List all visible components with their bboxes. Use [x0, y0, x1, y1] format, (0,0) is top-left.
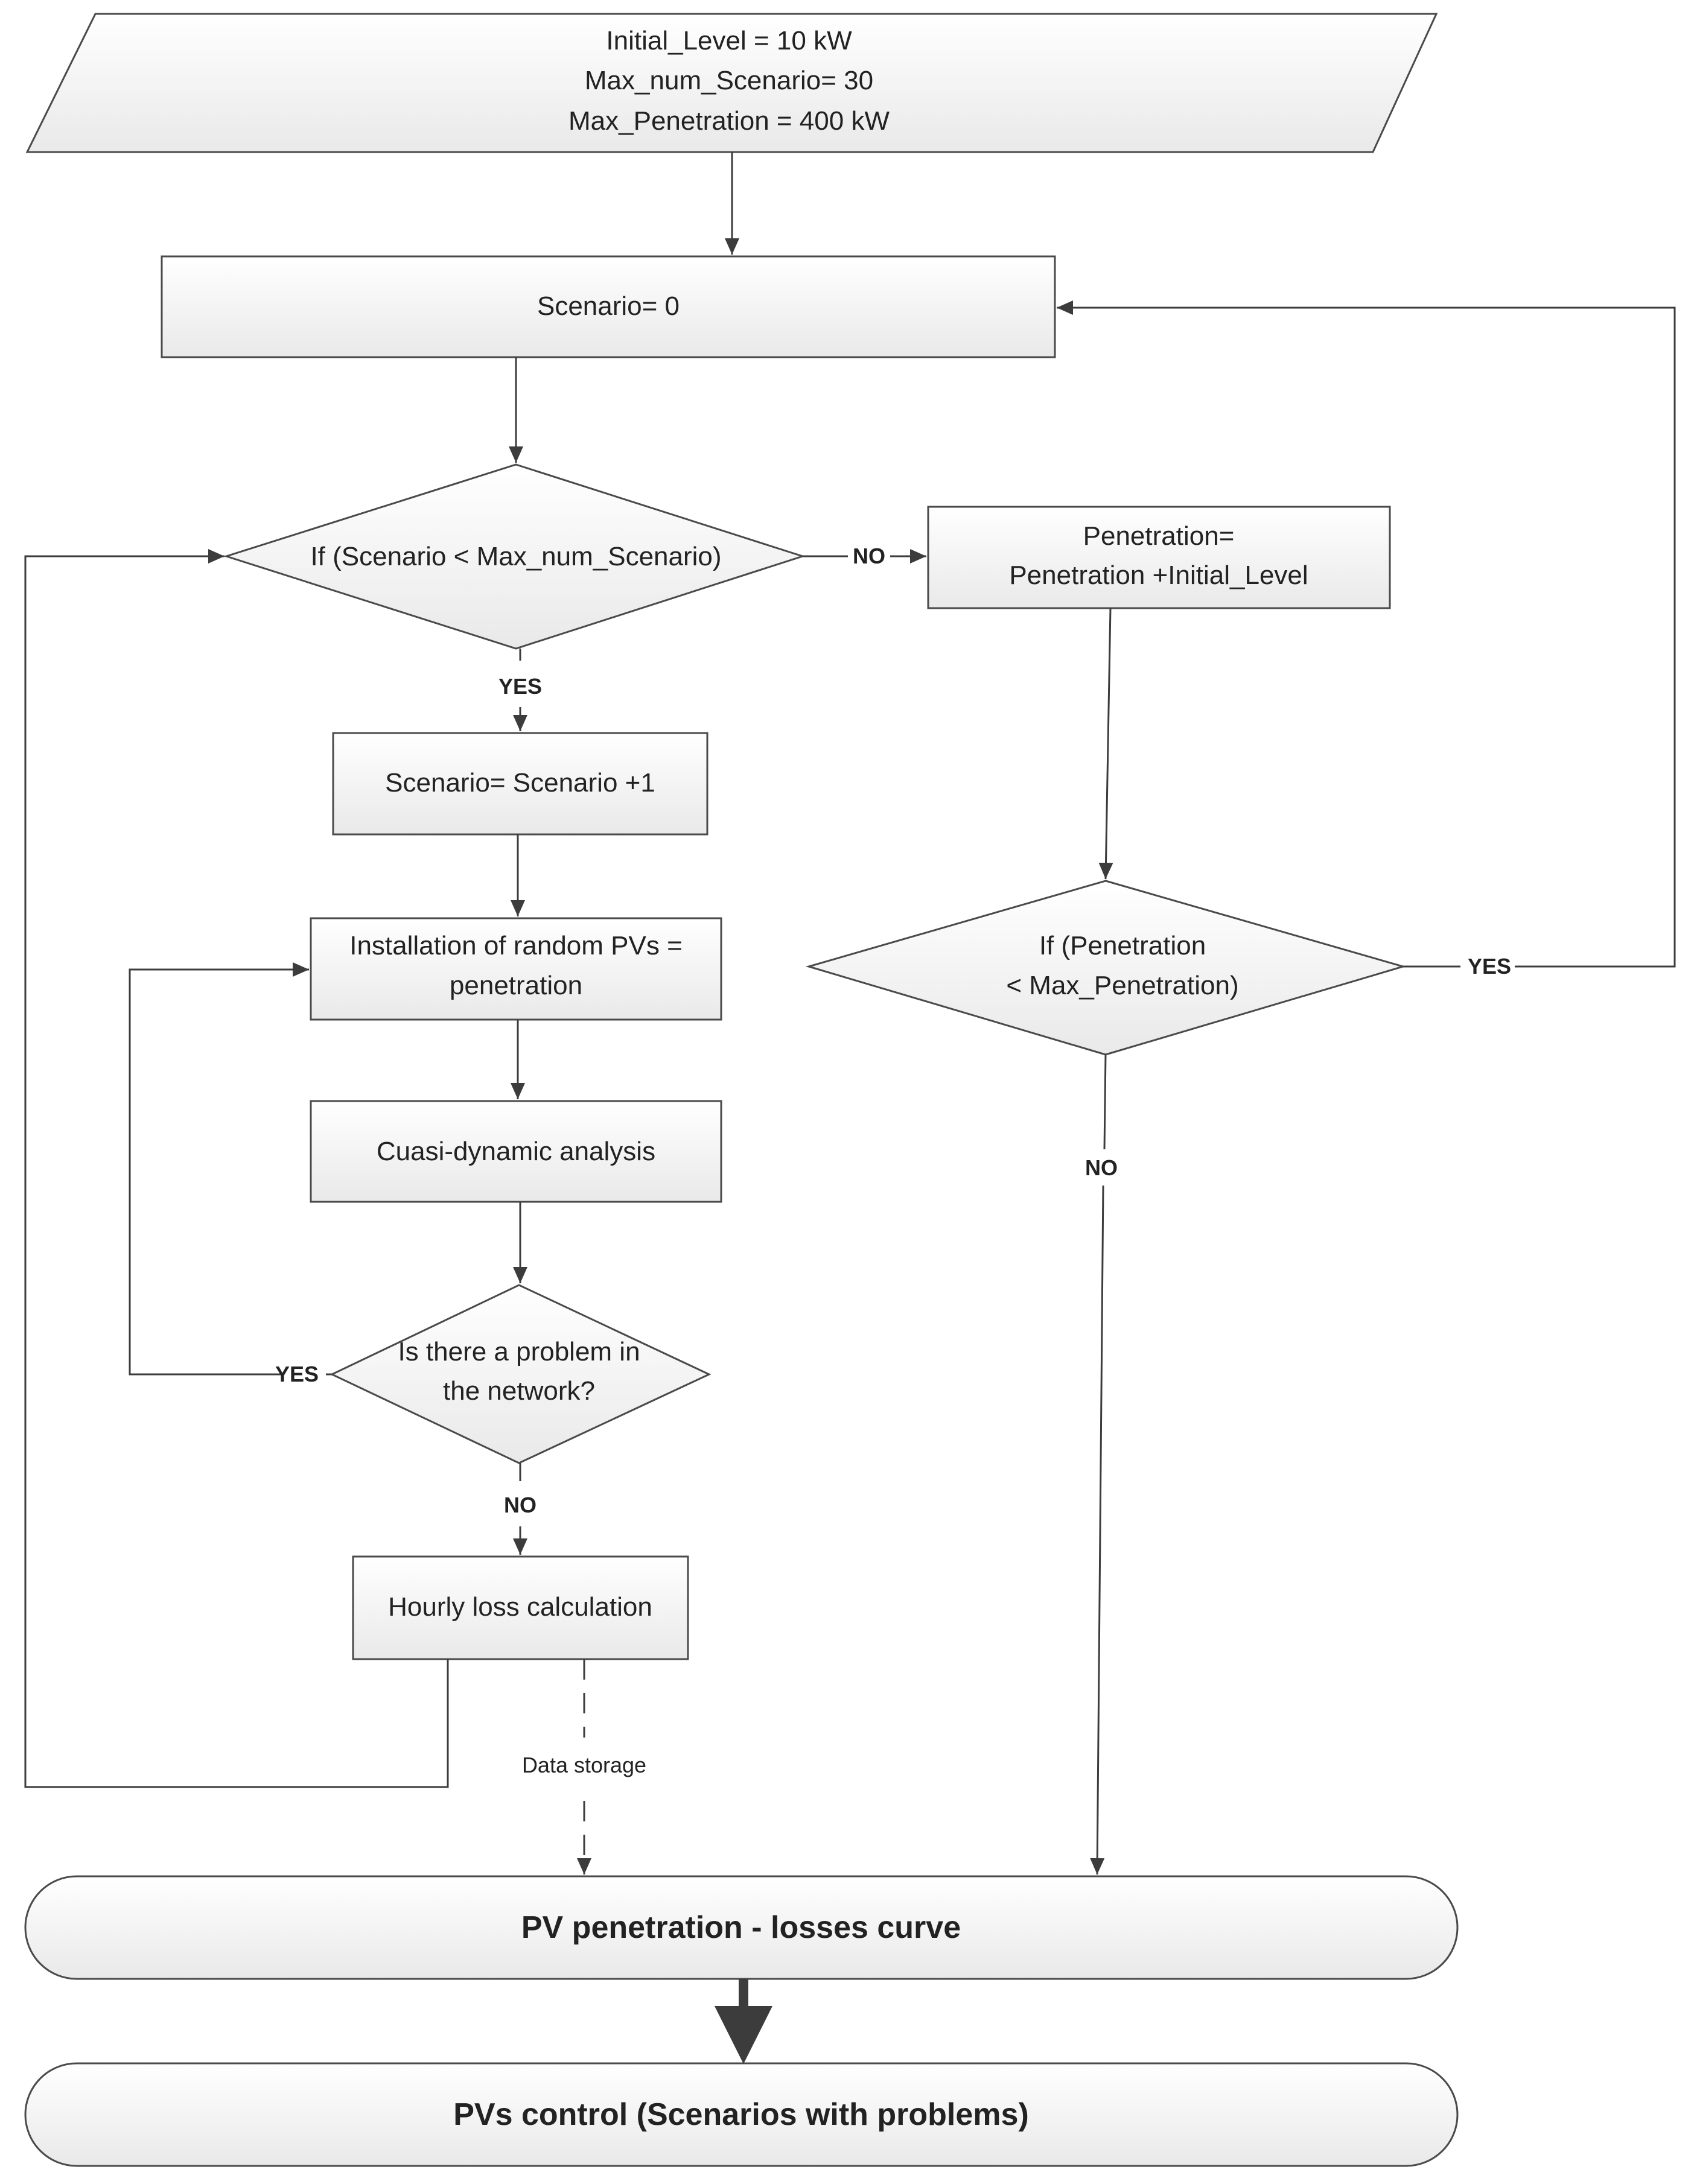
install-pvs-line2: penetration — [450, 971, 582, 1000]
line-penetration-no — [1103, 1054, 1107, 1150]
decision-penetration: If (Penetration < Max_Penetration) — [805, 880, 1407, 1056]
scenario-init-box: Scenario= 0 — [161, 255, 1056, 358]
pv-control-label: PVs control (Scenarios with problems) — [453, 2097, 1029, 2132]
scenario-increment-label: Scenario= Scenario +1 — [385, 768, 655, 798]
label-yes-problem: YES — [275, 1362, 319, 1386]
decision-problem-line1: Is there a problem in — [398, 1337, 640, 1367]
decision-scenario: If (Scenario < Max_num_Scenario) — [223, 463, 806, 650]
hourly-loss-label: Hourly loss calculation — [388, 1592, 652, 1622]
quasi-dynamic-box: Cuasi-dynamic analysis — [310, 1100, 722, 1203]
input-max-num-scenario: Max_num_Scenario= 30 — [585, 66, 873, 95]
arrow-no-to-curve — [1090, 1185, 1105, 1875]
input-initial-level: Initial_Level = 10 kW — [606, 26, 852, 56]
pv-control-terminator: PVs control (Scenarios with problems) — [24, 2062, 1459, 2167]
install-pvs-box: Installation of random PVs = penetration — [310, 917, 722, 1021]
penetration-update-line2: Penetration +Initial_Level — [1009, 560, 1308, 590]
losses-curve-label: PV penetration - losses curve — [521, 1910, 961, 1945]
decision-scenario-label: If (Scenario < Max_num_Scenario) — [310, 542, 721, 571]
label-yes-scenario: YES — [498, 674, 542, 699]
hourly-loss-box: Hourly loss calculation — [352, 1555, 689, 1660]
connectors — [24, 152, 1676, 2064]
install-pvs-line1: Installation of random PVs = — [349, 931, 683, 960]
label-no-problem: NO — [504, 1493, 537, 1517]
label-no-scenario: NO — [853, 544, 885, 568]
label-yes-penetration: YES — [1468, 954, 1511, 979]
input-max-penetration: Max_Penetration = 400 kW — [568, 106, 890, 136]
label-no-penetration: NO — [1085, 1155, 1118, 1180]
decision-penetration-line2: < Max_Penetration) — [1006, 971, 1238, 1000]
decision-problem-line2: the network? — [443, 1376, 595, 1406]
penetration-update-box: Penetration= Penetration +Initial_Level — [927, 506, 1391, 609]
penetration-update-line1: Penetration= — [1083, 521, 1235, 551]
scenario-init-label: Scenario= 0 — [537, 291, 680, 321]
label-data-storage: Data storage — [522, 1753, 646, 1777]
arrow-problem-yes-loop — [129, 962, 309, 1376]
scenario-increment-box: Scenario= Scenario +1 — [332, 732, 708, 836]
losses-curve-terminator: PV penetration - losses curve — [24, 1875, 1459, 1980]
decision-penetration-line1: If (Penetration — [1039, 931, 1206, 960]
arrow-hourly-loop-back — [24, 549, 449, 1788]
input-parameters: Initial_Level = 10 kW Max_num_Scenario= … — [25, 13, 1438, 153]
arrow-penetration-to-decision — [1098, 608, 1113, 880]
decision-problem: Is there a problem in the network? — [330, 1284, 712, 1464]
quasi-dynamic-label: Cuasi-dynamic analysis — [377, 1137, 655, 1166]
arrow-penetration-yes-loop — [1057, 300, 1676, 968]
